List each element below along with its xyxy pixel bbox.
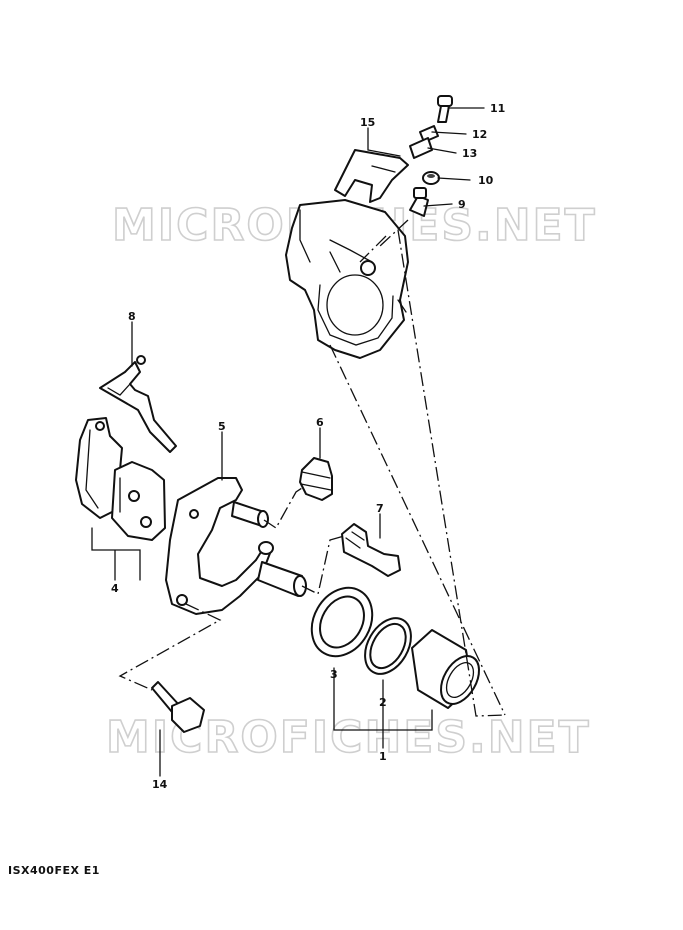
- brake-pad-outer[interactable]: [75, 417, 123, 519]
- callout-8: 8: [128, 310, 136, 323]
- callout-5: 5: [218, 420, 226, 433]
- pin-boot[interactable]: [299, 457, 333, 501]
- caliper-holder[interactable]: [165, 477, 273, 615]
- holder-lower-pin[interactable]: [257, 541, 307, 597]
- callout-labels: 11 12 13 10 9 15 8 5 6 7 4 3 2 1 14: [111, 102, 505, 791]
- holder-upper-pin[interactable]: [231, 501, 269, 528]
- callout-12: 12: [472, 128, 487, 141]
- pad-pin-bolt[interactable]: [437, 95, 453, 123]
- dust-seal[interactable]: [356, 610, 421, 682]
- pin-clip[interactable]: [409, 137, 433, 159]
- slide-pin[interactable]: [341, 523, 401, 577]
- pin-washer[interactable]: [419, 125, 439, 143]
- piston-seal[interactable]: [300, 577, 384, 667]
- callout-11: 11: [490, 102, 505, 115]
- bleeder-cap[interactable]: [422, 171, 440, 185]
- diagram-code: ISX400FEX E1: [8, 864, 100, 877]
- callout-7: 7: [376, 502, 384, 515]
- pad-shim[interactable]: [99, 355, 177, 453]
- bleeder-screw[interactable]: [409, 187, 429, 217]
- callout-3: 3: [330, 668, 338, 681]
- callout-2: 2: [379, 696, 387, 709]
- leader-lines: [91, 107, 506, 777]
- caliper-piston[interactable]: [411, 629, 487, 711]
- callout-4: 4: [111, 582, 119, 595]
- callout-1: 1: [379, 750, 387, 763]
- callout-13: 13: [462, 147, 477, 160]
- pad-cover-spring[interactable]: [334, 149, 409, 203]
- callout-6: 6: [316, 416, 324, 429]
- brake-pad-inner[interactable]: [111, 461, 166, 541]
- callout-15: 15: [360, 116, 375, 129]
- mounting-bolt[interactable]: [151, 681, 205, 733]
- callout-9: 9: [458, 198, 466, 211]
- caliper-body[interactable]: [285, 199, 409, 359]
- callout-14: 14: [152, 778, 168, 791]
- callout-10: 10: [478, 174, 494, 187]
